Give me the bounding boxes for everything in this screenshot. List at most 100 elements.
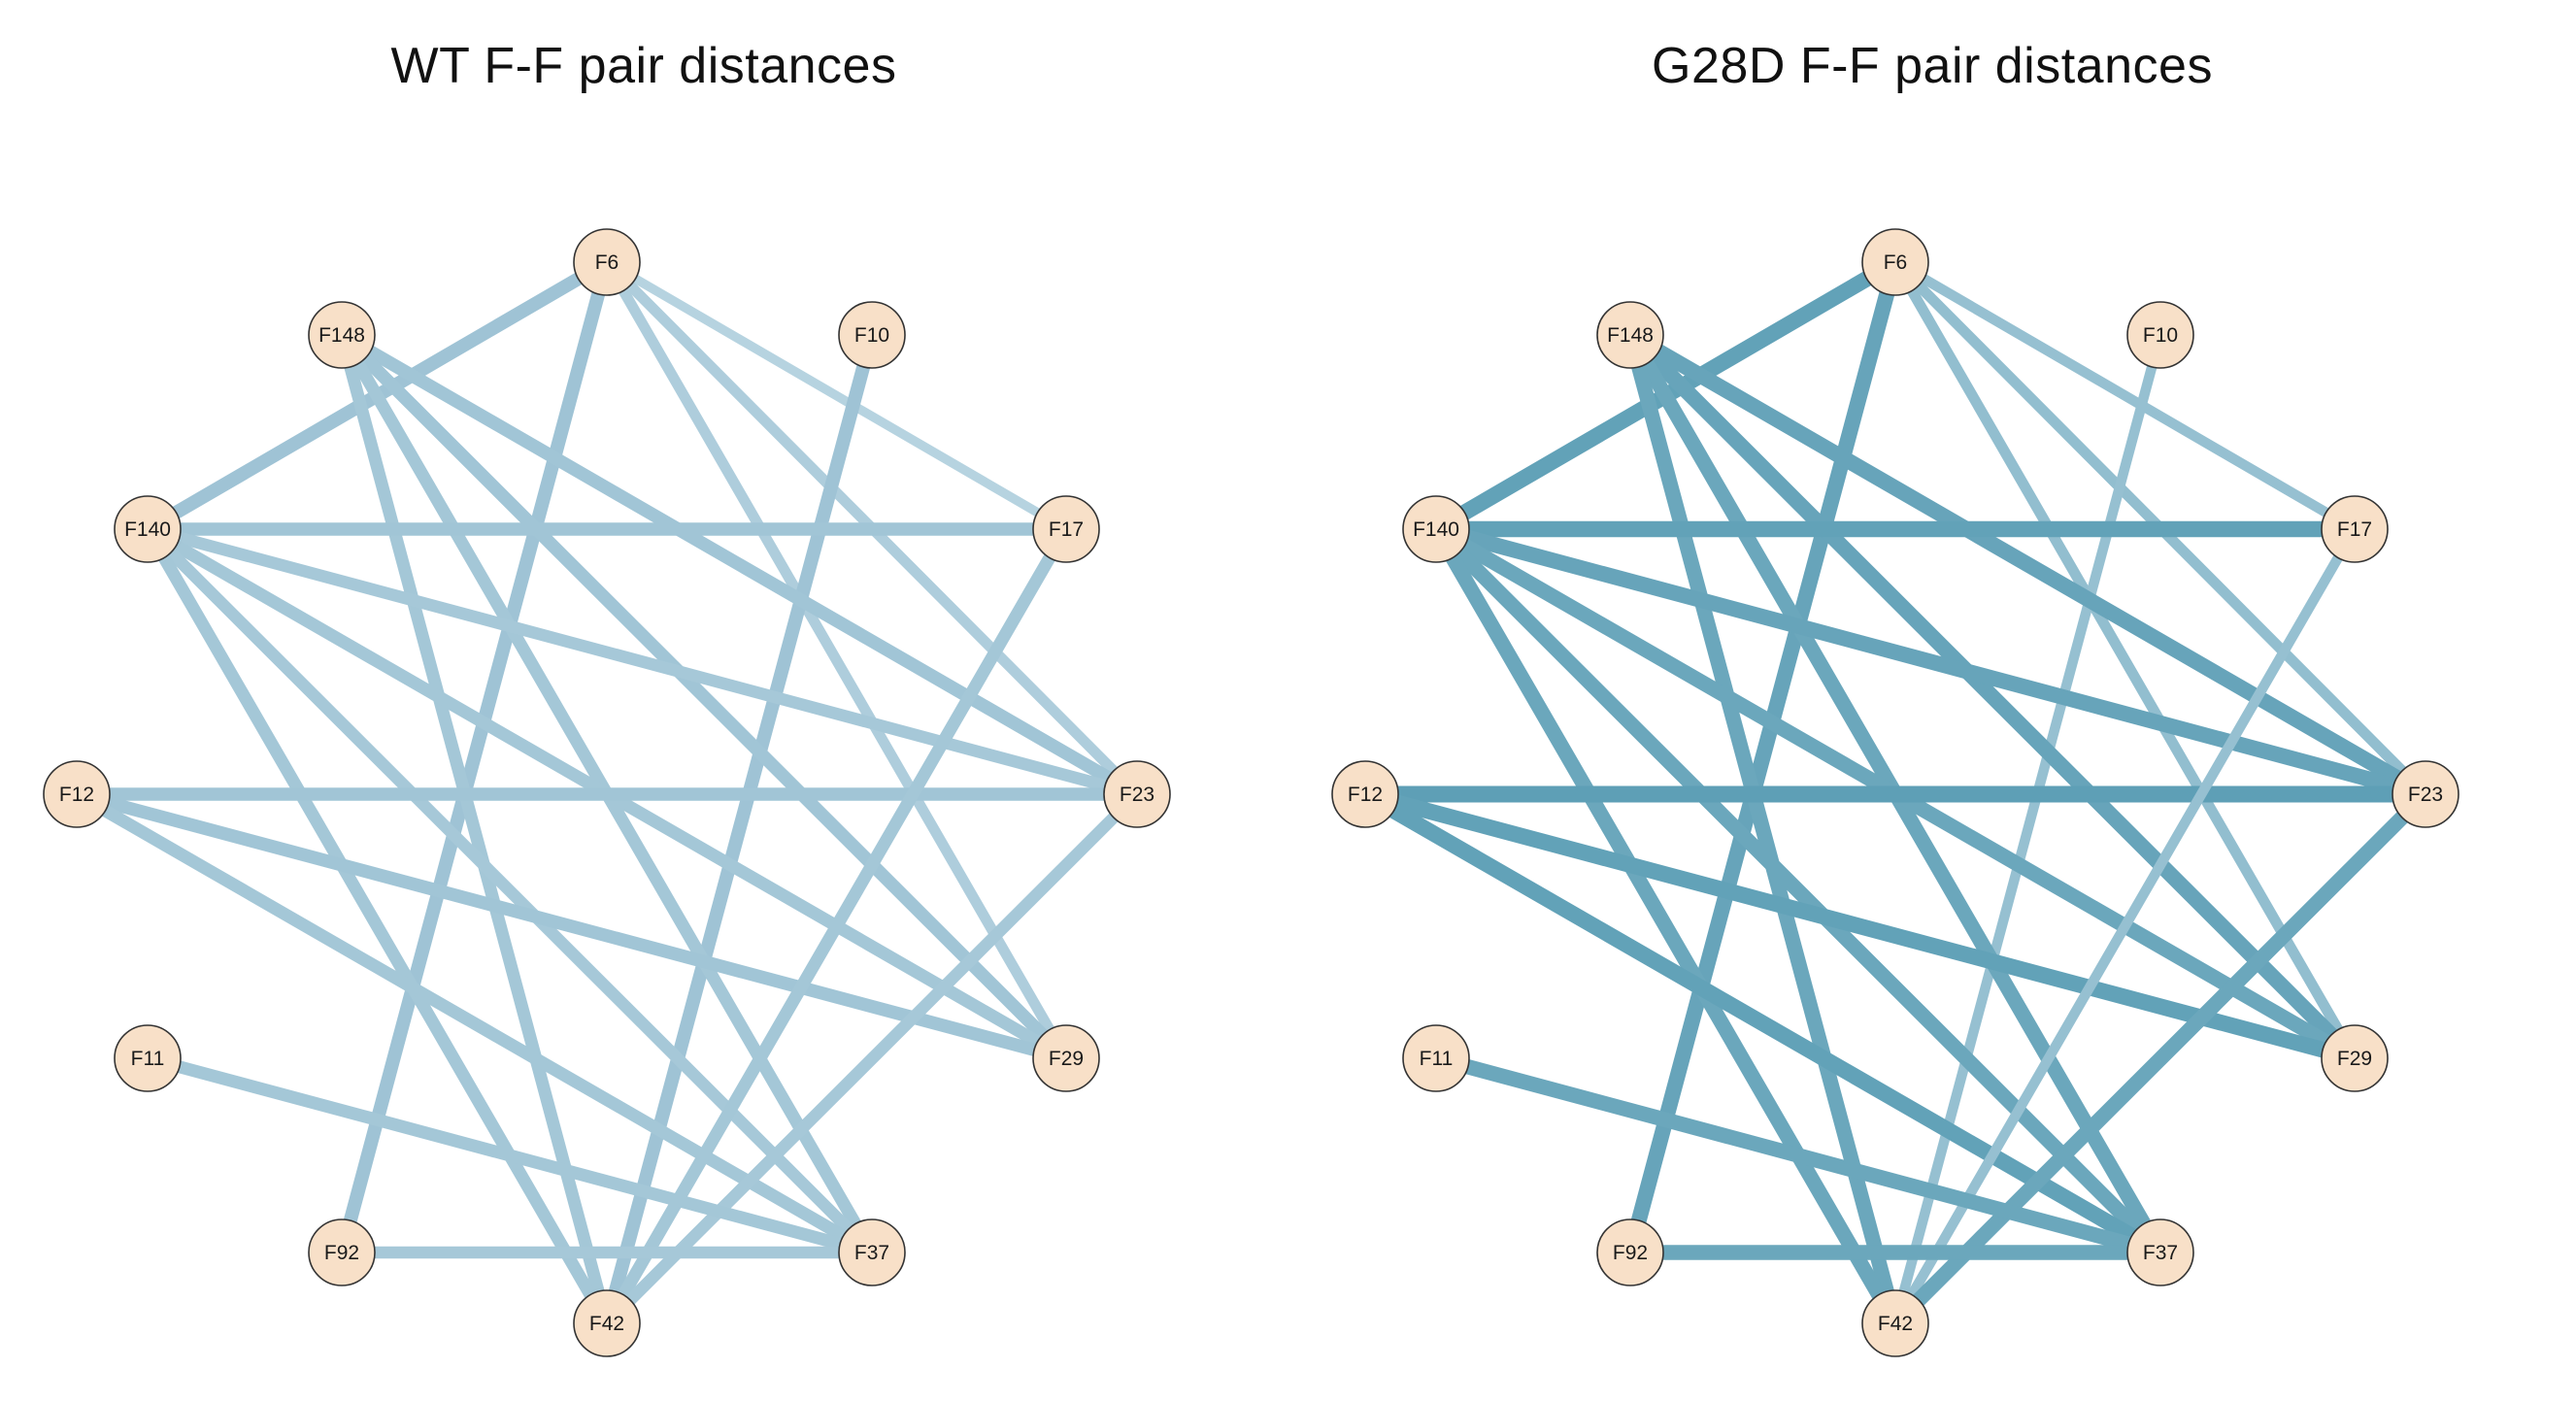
- node-label: F140: [124, 518, 171, 541]
- node-label: F11: [1420, 1048, 1454, 1070]
- node-circle: [1596, 301, 1664, 369]
- node-circle: [114, 1024, 182, 1092]
- node-label: F148: [1607, 324, 1654, 347]
- edge-group: [73, 255, 1142, 1328]
- edge-f12-f29: [75, 787, 1068, 1065]
- node-f23: F23: [2392, 760, 2459, 828]
- node-f37: F37: [2126, 1218, 2194, 1286]
- node-label: F10: [854, 324, 889, 347]
- edge-f12-f37: [1360, 786, 2165, 1260]
- edge-f140-f42: [1429, 525, 1902, 1327]
- edge-f10-f42: [1890, 333, 2166, 1325]
- node-label: F148: [318, 324, 365, 347]
- node-circle: [2321, 1024, 2389, 1092]
- edge-f148-f42: [335, 333, 614, 1325]
- edge-f6-f29: [1890, 259, 2359, 1061]
- node-f10: F10: [2126, 301, 2194, 369]
- edge-f12-f37: [73, 788, 876, 1258]
- node-circle: [1402, 1024, 1470, 1092]
- edge-f6-f29: [602, 259, 1071, 1061]
- node-label: F140: [1413, 518, 1459, 541]
- edge-f12-f29: [1362, 786, 2358, 1066]
- node-label: F6: [595, 251, 619, 274]
- node-f37: F37: [838, 1218, 906, 1286]
- node-circle: [1861, 228, 1929, 296]
- node-label: F6: [1884, 251, 1908, 274]
- node-circle: [1861, 1289, 1929, 1357]
- node-label: F37: [854, 1242, 889, 1264]
- node-f29: F29: [2321, 1024, 2389, 1092]
- node-f140: F140: [114, 495, 182, 563]
- edge-f140-f23: [1433, 521, 2428, 802]
- node-label: F23: [1120, 784, 1154, 806]
- edge-f6-f92: [335, 260, 614, 1254]
- panel-title-wt: WT F-F pair distances: [390, 38, 897, 94]
- node-f140: F140: [1402, 495, 1470, 563]
- edge-f140-f37: [143, 524, 877, 1257]
- node-f12: F12: [43, 760, 111, 828]
- node-f6: F6: [573, 228, 641, 296]
- edge-f11-f37: [1433, 1051, 2163, 1260]
- node-f92: F92: [308, 1218, 376, 1286]
- node-circle: [1402, 495, 1470, 563]
- edge-f148-f23: [338, 329, 1141, 800]
- edge-f148-f29: [1624, 329, 2360, 1064]
- node-circle: [2126, 1218, 2194, 1286]
- node-label: F11: [131, 1048, 165, 1070]
- node-circle: [838, 1218, 906, 1286]
- node-circle: [1032, 495, 1100, 563]
- node-f11: F11: [114, 1024, 182, 1092]
- edge-f148-f29: [337, 330, 1071, 1063]
- node-circle: [308, 1218, 376, 1286]
- node-circle: [1103, 760, 1171, 828]
- edge-f10-f42: [600, 333, 879, 1325]
- node-circle: [1331, 760, 1399, 828]
- node-f17: F17: [1032, 495, 1100, 563]
- node-label: F29: [1049, 1048, 1084, 1070]
- node-circle: [2321, 495, 2389, 563]
- node-label: F10: [2143, 324, 2178, 347]
- edge-f17-f42: [601, 525, 1072, 1327]
- node-label: F23: [2408, 784, 2443, 806]
- node-f42: F42: [573, 1289, 641, 1357]
- node-f42: F42: [1861, 1289, 1929, 1357]
- node-f11: F11: [1402, 1024, 1470, 1092]
- node-f6: F6: [1861, 228, 1929, 296]
- node-circle: [2126, 301, 2194, 369]
- node-label: F42: [589, 1313, 624, 1335]
- edge-f23-f42: [602, 789, 1142, 1328]
- node-label: F42: [1878, 1313, 1913, 1335]
- node-label: F92: [1613, 1242, 1648, 1264]
- edge-f23-f42: [1890, 788, 2431, 1329]
- node-label: F12: [1348, 784, 1383, 806]
- node-label: F29: [2337, 1048, 2372, 1070]
- node-circle: [1032, 1024, 1100, 1092]
- edge-f148-f23: [1625, 328, 2430, 801]
- node-f17: F17: [2321, 495, 2389, 563]
- edge-f6-f17: [1892, 257, 2358, 534]
- edge-f6-f17: [604, 257, 1069, 534]
- edge-f140-f42: [142, 525, 613, 1327]
- edge-f11-f37: [146, 1052, 874, 1259]
- node-label: F17: [1049, 518, 1084, 541]
- node-circle: [1596, 1218, 1664, 1286]
- node-f12: F12: [1331, 760, 1399, 828]
- node-circle: [43, 760, 111, 828]
- node-label: F12: [59, 784, 94, 806]
- node-circle: [573, 1289, 641, 1357]
- node-f10: F10: [838, 301, 906, 369]
- node-circle: [838, 301, 906, 369]
- edge-f6-f92: [1623, 259, 1903, 1255]
- node-circle: [573, 228, 641, 296]
- edge-group: [1360, 254, 2431, 1329]
- node-circle: [114, 495, 182, 563]
- node-f148: F148: [308, 301, 376, 369]
- edge-f140-f23: [146, 522, 1139, 801]
- node-label: F92: [324, 1242, 359, 1264]
